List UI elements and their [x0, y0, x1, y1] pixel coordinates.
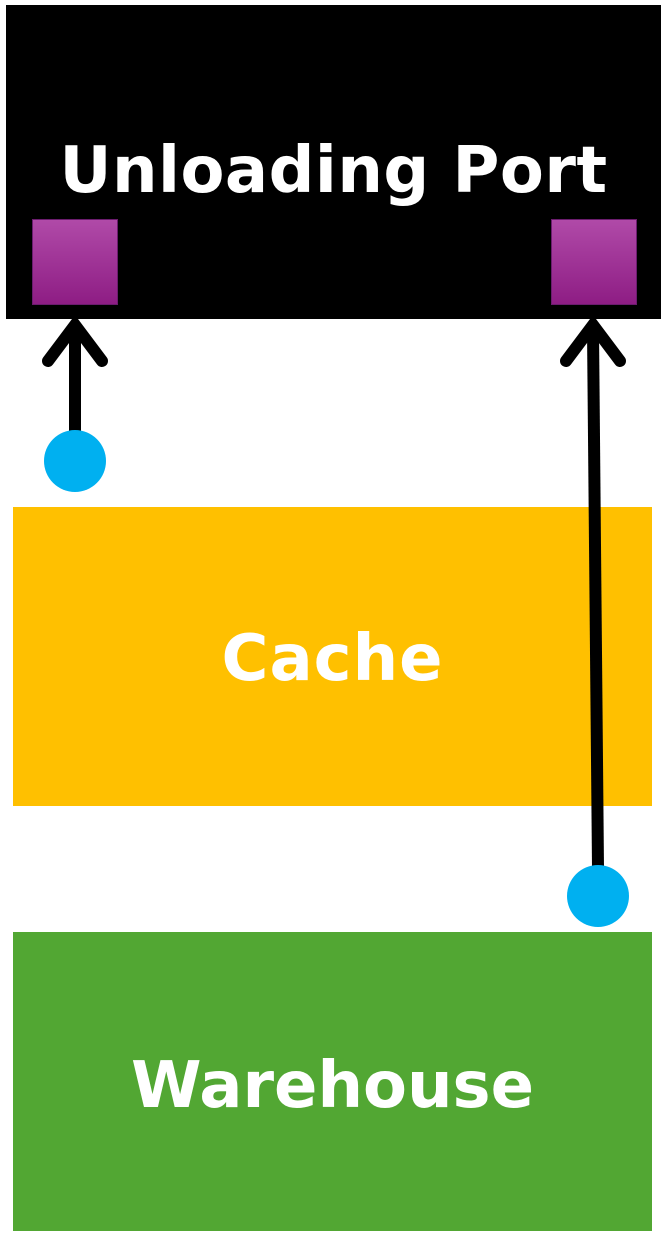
agent-dot-left [44, 430, 106, 492]
unloading-dock-right [551, 219, 637, 305]
arrow-left-head [42, 315, 108, 367]
unloading-port-label: Unloading Port [59, 134, 608, 208]
warehouse-label: Warehouse [130, 1048, 535, 1123]
agent-dot-right [567, 865, 629, 927]
warehouse-block: Warehouse [13, 932, 652, 1231]
cache-block: Cache [13, 507, 652, 806]
unloading-dock-left [32, 219, 118, 305]
arrow-right-head [560, 315, 626, 367]
cache-label: Cache [221, 621, 444, 696]
